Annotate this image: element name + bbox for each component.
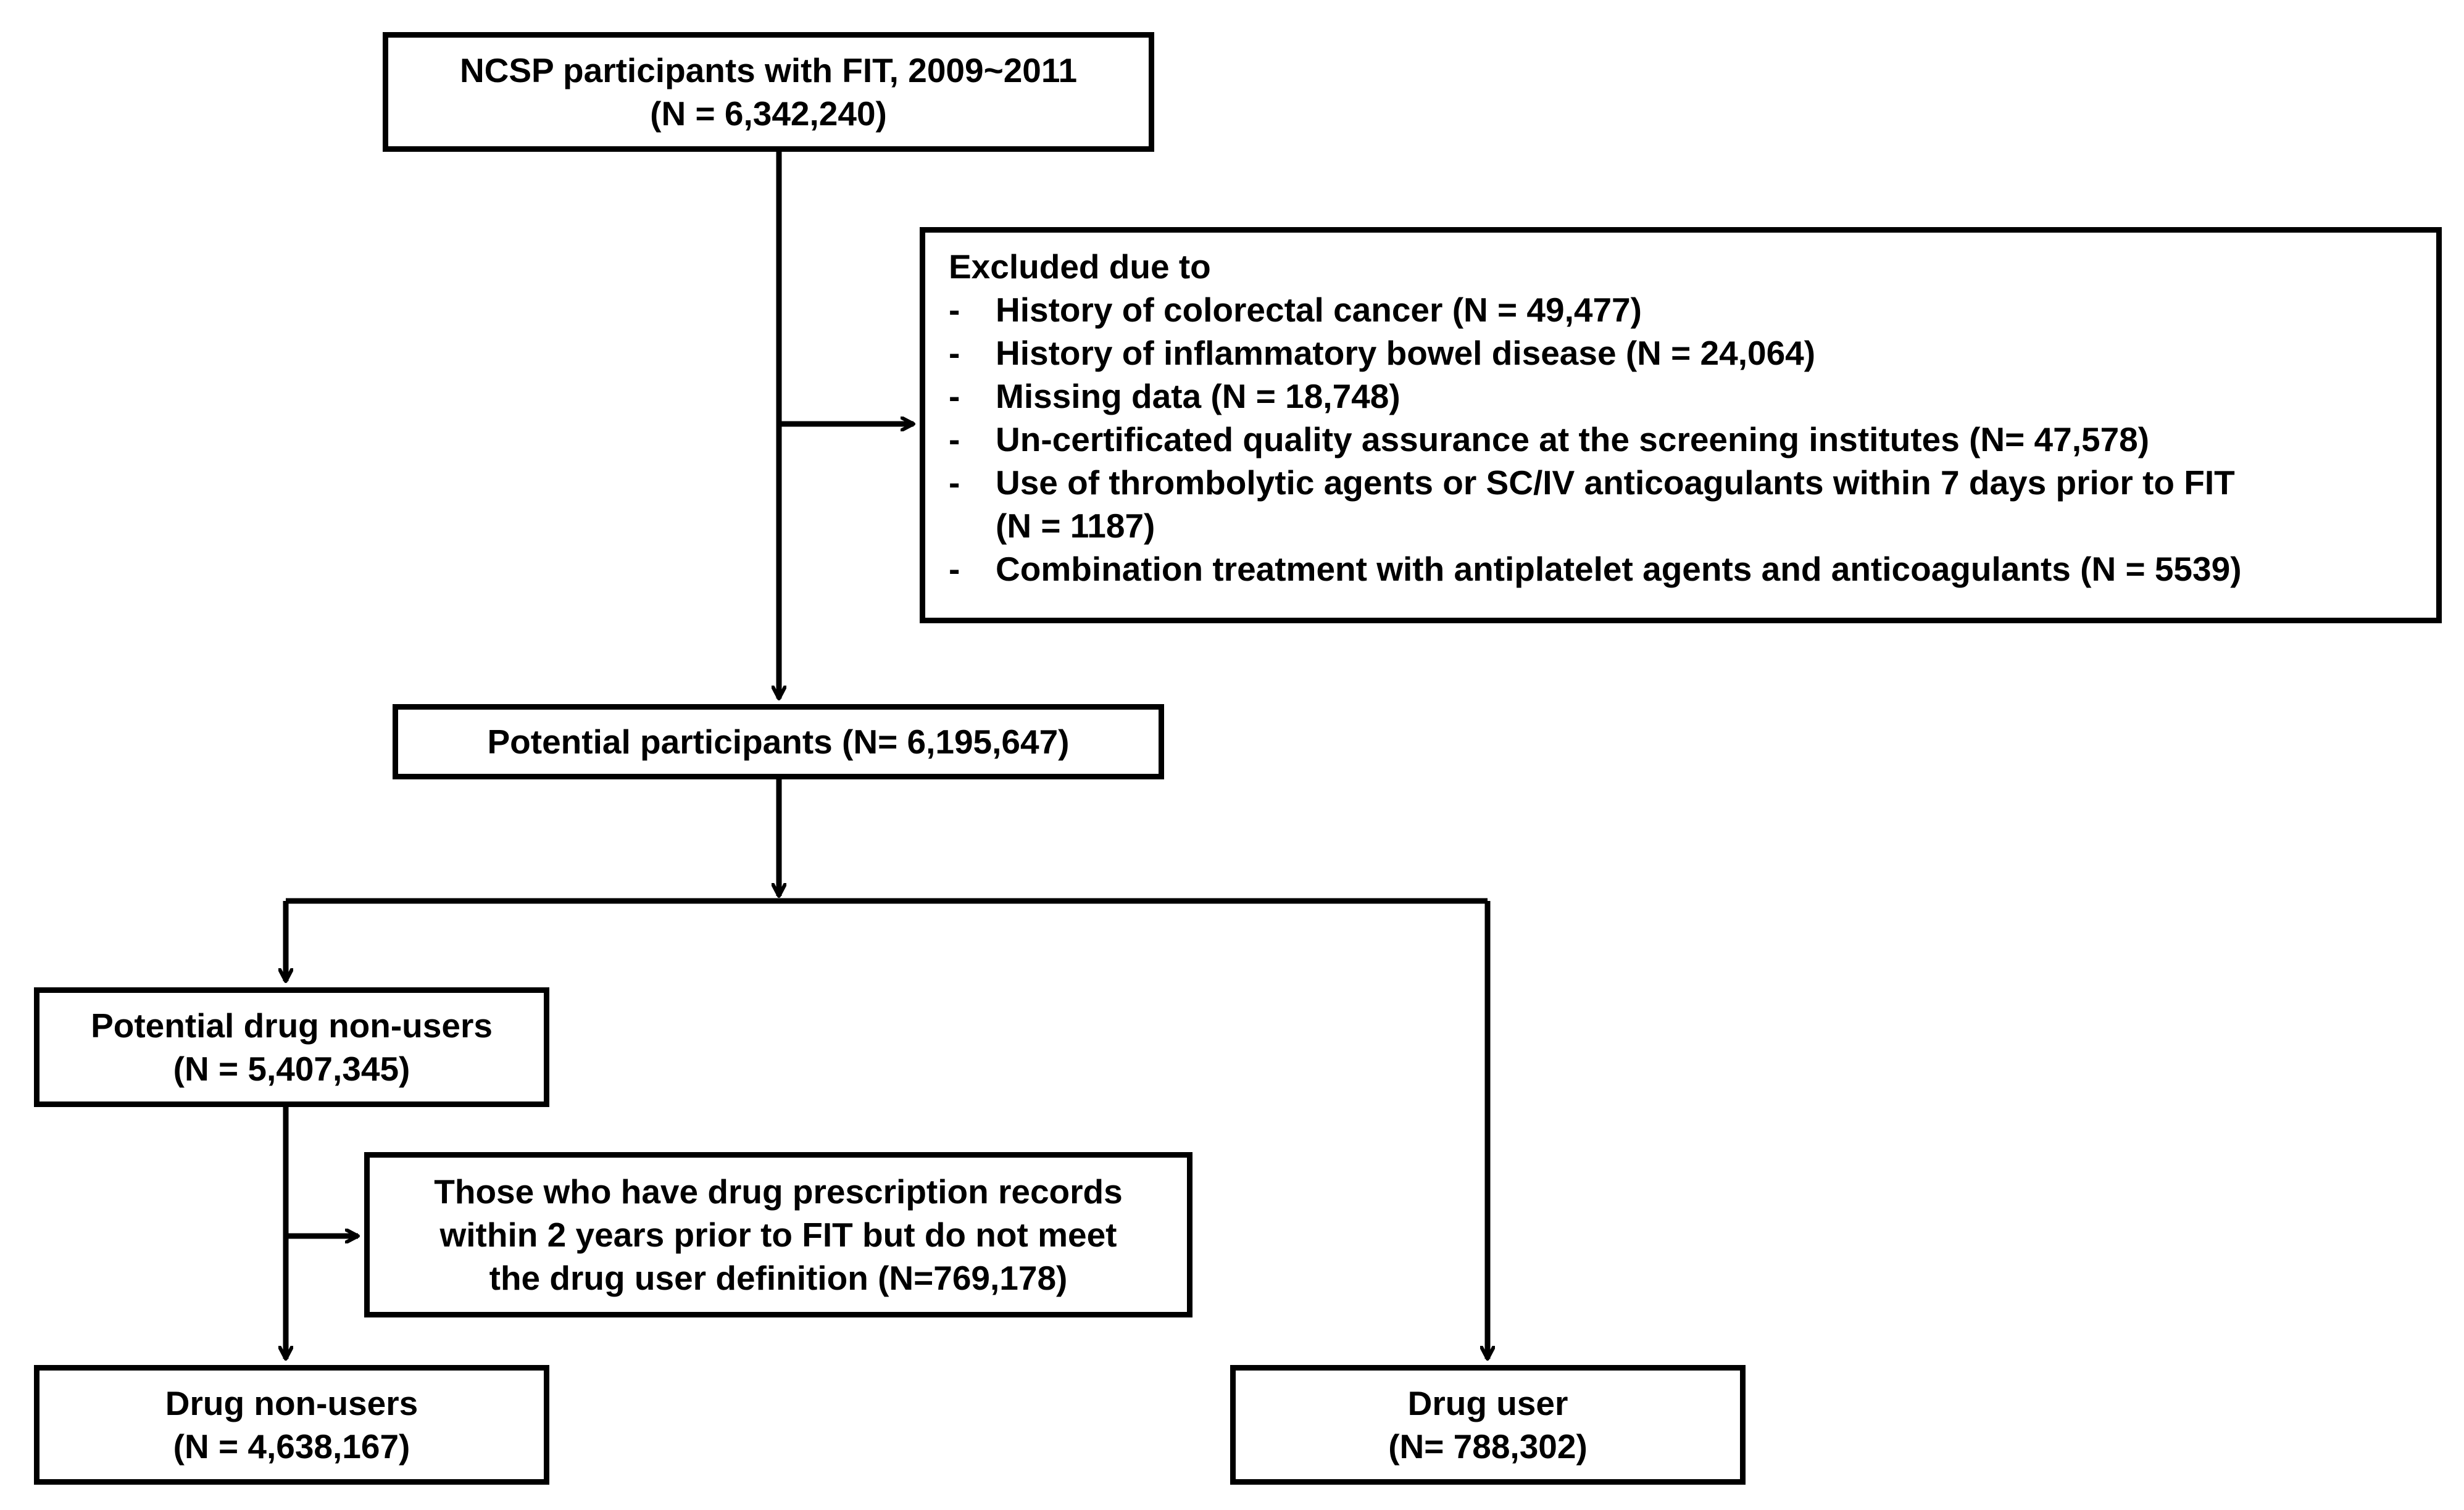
exclusion-item-text: Un-certificated quality assurance at the… xyxy=(996,420,2150,458)
exclusion-bullet: - xyxy=(949,420,960,458)
box-potential-participants-text: Potential participants (N= 6,195,647) xyxy=(487,723,1070,761)
exclusion-bullet: - xyxy=(949,463,960,502)
box-drug-user-count: (N= 788,302) xyxy=(1388,1427,1588,1466)
exclusion-bullet: - xyxy=(949,377,960,415)
box-potential-participants: Potential participants (N= 6,195,647) xyxy=(393,704,1164,779)
exclusion-list: - History of colorectal cancer (N = 49,4… xyxy=(949,288,2436,591)
box-drug-user: Drug user (N= 788,302) xyxy=(1230,1365,1746,1485)
exclusion-item-text: Use of thrombolytic agents or SC/IV anti… xyxy=(996,463,2235,502)
exclusion-item: - Use of thrombolytic agents or SC/IV an… xyxy=(949,461,2436,547)
exclusion-title: Excluded due to xyxy=(949,247,1211,286)
box-prescription-exclusion-line: within 2 years prior to FIT but do not m… xyxy=(439,1216,1117,1254)
box-drug-non-users-title: Drug non-users xyxy=(165,1384,418,1422)
box-ncsp-participants-count: (N = 6,342,240) xyxy=(650,94,887,133)
box-drug-non-users-count: (N = 4,638,167) xyxy=(173,1427,410,1466)
box-ncsp-participants-title: NCSP participants with FIT, 2009~2011 xyxy=(459,51,1078,89)
exclusion-item-text: Combination treatment with antiplatelet … xyxy=(996,550,2242,588)
exclusion-item: - History of colorectal cancer (N = 49,4… xyxy=(949,288,2436,331)
exclusion-item: - Missing data (N = 18,748) xyxy=(949,375,2436,418)
exclusion-bullet: - xyxy=(949,334,960,372)
box-prescription-exclusion-line: the drug user definition (N=769,178) xyxy=(489,1259,1068,1297)
box-prescription-exclusion: Those who have drug prescription records… xyxy=(364,1152,1192,1317)
exclusion-bullet: - xyxy=(949,550,960,588)
exclusion-item-text: History of colorectal cancer (N = 49,477… xyxy=(996,291,1642,329)
box-drug-user-title: Drug user xyxy=(1407,1384,1568,1422)
exclusion-item: - Combination treatment with antiplatele… xyxy=(949,547,2436,591)
box-exclusion-criteria: Excluded due to - History of colorectal … xyxy=(920,227,2442,623)
exclusion-item: - Un-certificated quality assurance at t… xyxy=(949,418,2436,461)
exclusion-item: - History of inflammatory bowel disease … xyxy=(949,331,2436,375)
box-ncsp-participants: NCSP participants with FIT, 2009~2011 (N… xyxy=(383,32,1154,152)
box-potential-drug-non-users-count: (N = 5,407,345) xyxy=(173,1050,410,1088)
box-drug-non-users: Drug non-users (N = 4,638,167) xyxy=(34,1365,549,1485)
box-potential-drug-non-users: Potential drug non-users (N = 5,407,345) xyxy=(34,987,549,1107)
box-potential-drug-non-users-title: Potential drug non-users xyxy=(91,1006,493,1045)
exclusion-bullet: - xyxy=(949,291,960,329)
box-prescription-exclusion-line: Those who have drug prescription records xyxy=(434,1172,1123,1211)
exclusion-item-text: Missing data (N = 18,748) xyxy=(996,377,1401,415)
exclusion-item-text: History of inflammatory bowel disease (N… xyxy=(996,334,1816,372)
exclusion-item-continuation: (N = 1187) xyxy=(996,507,1155,545)
